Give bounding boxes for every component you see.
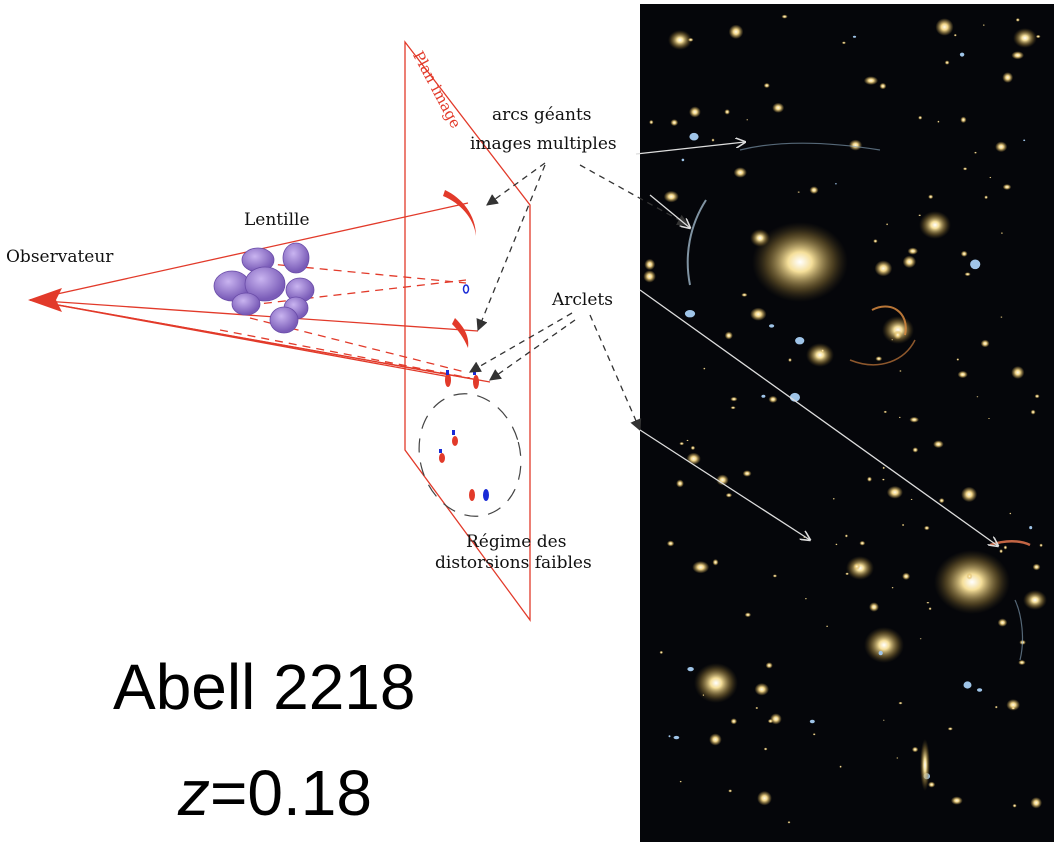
redshift-symbol: z [178,757,210,829]
observer-arrow-icon [28,288,62,312]
weak-regime-region [418,393,522,517]
photo-pointers [635,142,998,546]
abell-2218-photo [640,4,1054,842]
redshift-value: =0.18 [210,757,372,829]
weak-regime-label-line2: distorsions faibles [435,553,592,573]
lens-label: Lentille [244,210,310,230]
multiple-images-label: images multiples [470,134,617,154]
weak-regime-label-line1: Régime des [466,532,567,552]
arclets-label: Arclets [552,290,613,310]
annotation-arrows [468,162,690,432]
giant-arcs-label: arcs géants [492,105,592,125]
lensed-images [439,190,489,501]
image-plane [404,40,531,622]
cluster-name: Abell 2218 [113,651,416,723]
redshift-caption: z=0.18 [178,758,372,828]
galaxy-field [643,14,1047,824]
observer-label: Observateur [6,247,114,267]
lens-cluster-icon [213,242,315,334]
